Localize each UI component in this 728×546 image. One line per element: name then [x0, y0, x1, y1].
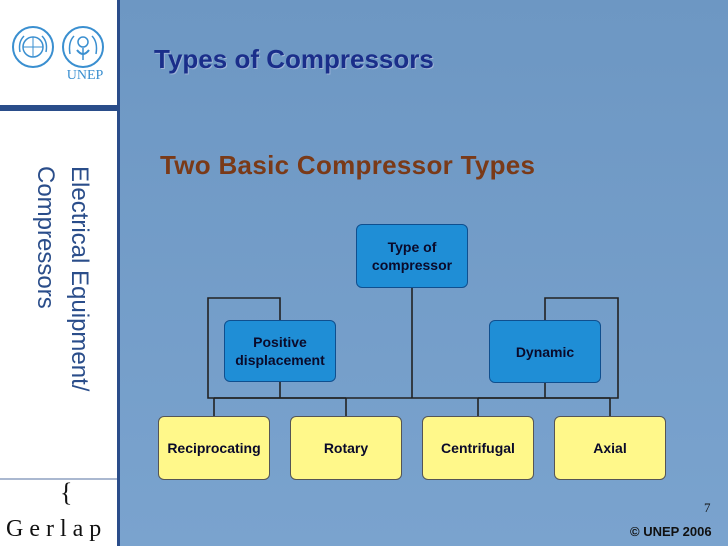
node-dynamic: Dynamic [489, 320, 601, 383]
gerlap-curl-icon: { [60, 478, 73, 507]
unep-logo-text: UNEP [66, 68, 104, 83]
slide-title: Types of Compressors [154, 44, 434, 74]
unep-emblem-icon [62, 26, 104, 68]
page-number: 7 [704, 500, 711, 515]
logo-divider [0, 108, 120, 111]
logo-box: UNEP [0, 0, 120, 108]
gerlap-brand: Gerlap [6, 516, 108, 542]
copyright: © UNEP 2006 [630, 524, 712, 539]
side-title: Electrical Equipment/ Compressors [32, 166, 93, 392]
node-axial: Axial [554, 416, 666, 480]
footer-divider [0, 478, 120, 480]
node-rotary: Rotary [290, 416, 402, 480]
node-root: Type of compressor [356, 224, 468, 288]
un-emblem-icon [12, 26, 54, 68]
node-centrifugal: Centrifugal [422, 416, 534, 480]
node-reciprocating: Reciprocating [158, 416, 270, 480]
side-divider [117, 0, 120, 546]
node-positive-displacement: Positive displacement [224, 320, 336, 382]
slide-subtitle: Two Basic Compressor Types [160, 150, 536, 180]
